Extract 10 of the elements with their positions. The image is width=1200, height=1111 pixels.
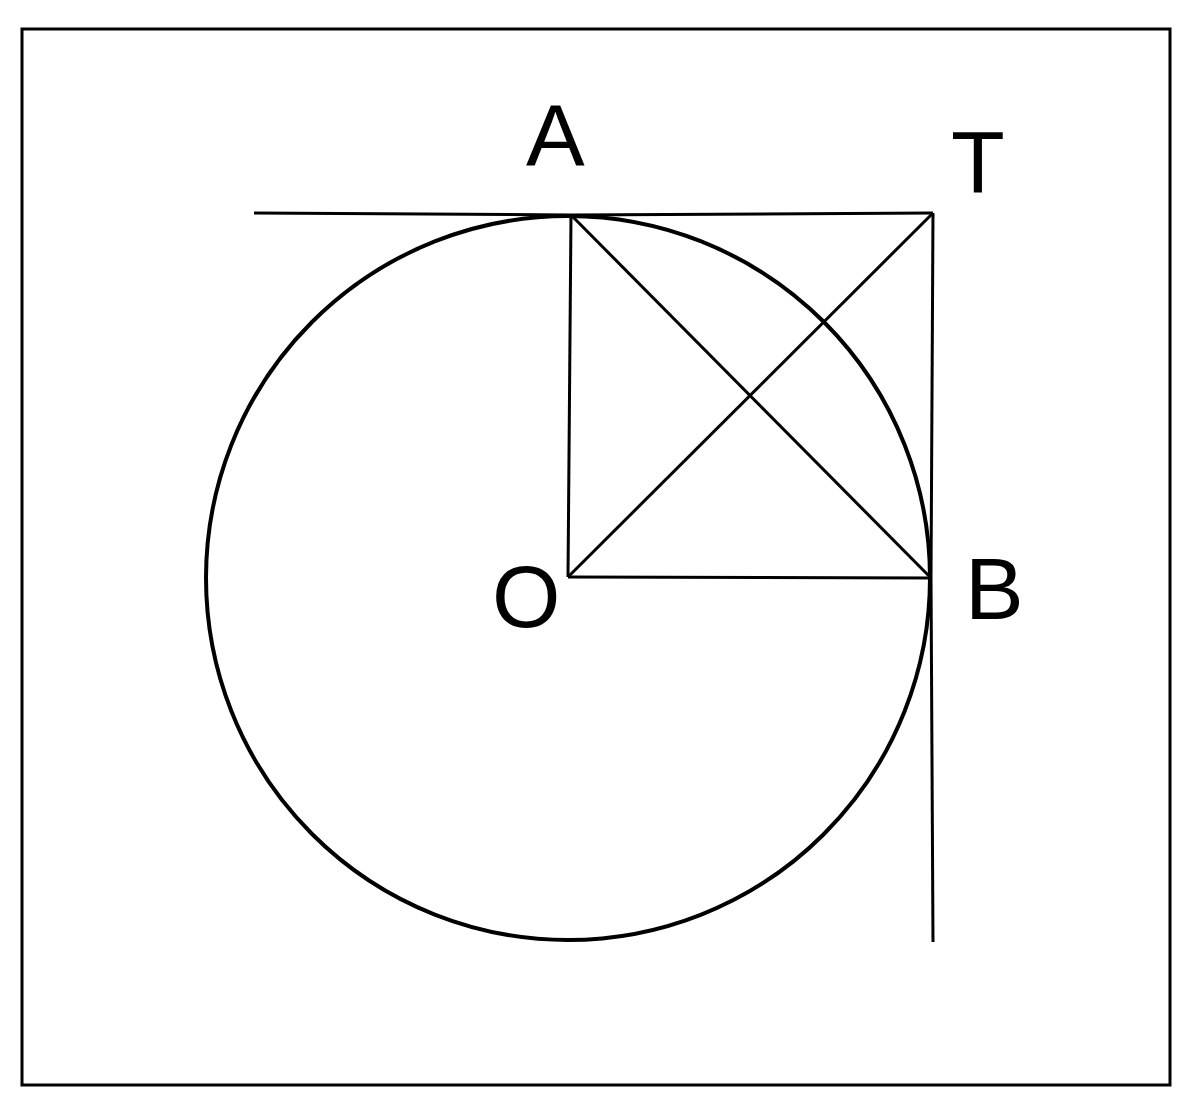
line-segment	[929, 578, 935, 942]
point-label: O	[492, 553, 561, 641]
line-segment	[254, 211, 571, 217]
line-segment	[571, 211, 933, 217]
point-label: T	[951, 118, 1005, 206]
point-label: B	[965, 545, 1024, 633]
line-segment	[929, 213, 935, 578]
point-label: A	[526, 92, 585, 180]
line-segment	[568, 575, 931, 580]
line-segment	[566, 215, 573, 577]
